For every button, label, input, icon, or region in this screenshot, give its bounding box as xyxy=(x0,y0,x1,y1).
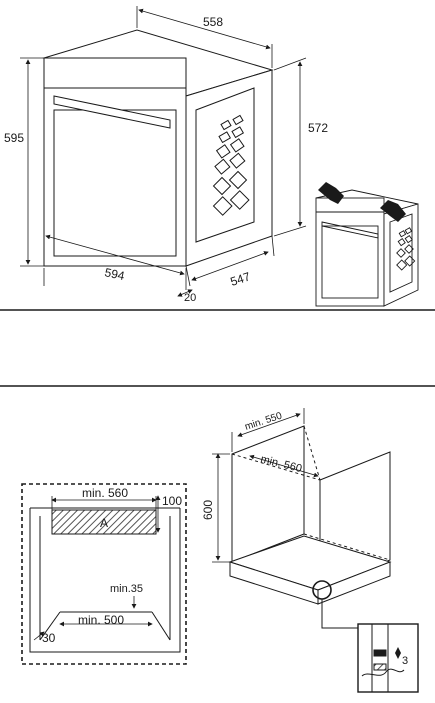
dim-persp-height: 600 xyxy=(201,500,215,520)
oven-dimension-lines xyxy=(20,6,307,297)
oven-front-frame xyxy=(43,57,187,267)
oven-handle xyxy=(53,95,171,129)
side-vents xyxy=(212,114,250,216)
zone-label: A xyxy=(100,516,108,530)
dim-body-height: 572 xyxy=(308,121,328,135)
dim-bottom-gap: 30 xyxy=(42,631,56,645)
perspective-dimension-lines xyxy=(212,408,319,563)
dim-min-depth: min. 550 xyxy=(244,410,284,432)
dim-detail-gap: 3 xyxy=(402,655,408,667)
cabinet-front-view: A min. 560 100 min.35 min. 500 30 xyxy=(21,483,187,665)
small-oven-vents xyxy=(396,227,416,271)
oven-drawing xyxy=(42,29,274,267)
lifting-hands xyxy=(318,182,406,222)
dim-width: 594 xyxy=(103,265,126,283)
ventilation-zone-a xyxy=(51,509,157,535)
dim-front-thickness: 20 xyxy=(184,292,196,304)
oven-side-recess xyxy=(195,87,255,243)
cabinet-outline xyxy=(21,483,187,665)
cabinet-inner-walls xyxy=(29,508,181,653)
cabinet-perspective xyxy=(228,425,392,629)
dim-height: 595 xyxy=(4,131,24,145)
dim-min-width: min. 560 xyxy=(82,486,128,500)
dim-top-gap: 100 xyxy=(162,494,182,508)
right-hand-icon xyxy=(380,200,406,222)
small-oven-drawing xyxy=(315,189,419,307)
dim-top-depth: 558 xyxy=(203,15,223,29)
dim-bottom-min: min. 500 xyxy=(78,613,124,627)
dim-body-depth: 547 xyxy=(229,269,253,289)
detail-inset xyxy=(357,623,419,693)
dim-min-35: min.35 xyxy=(110,583,143,595)
oven-dimension-labels: 558 595 594 572 547 20 xyxy=(4,15,328,304)
left-hand-icon xyxy=(318,182,344,204)
